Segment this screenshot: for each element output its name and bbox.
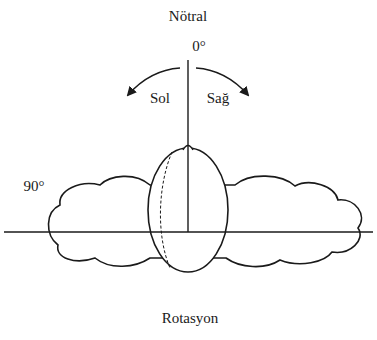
angle-label: 0° xyxy=(192,38,206,55)
direction-label: Sol xyxy=(150,90,170,107)
neutral-label: Nötral xyxy=(169,8,207,25)
face-contour xyxy=(160,152,172,268)
caption: Rotasyon xyxy=(162,310,219,327)
direction-label: Sağ xyxy=(207,90,230,107)
horizontal-axis xyxy=(4,231,373,232)
angle-label: 90° xyxy=(24,178,45,195)
neutral-axis xyxy=(187,60,188,232)
